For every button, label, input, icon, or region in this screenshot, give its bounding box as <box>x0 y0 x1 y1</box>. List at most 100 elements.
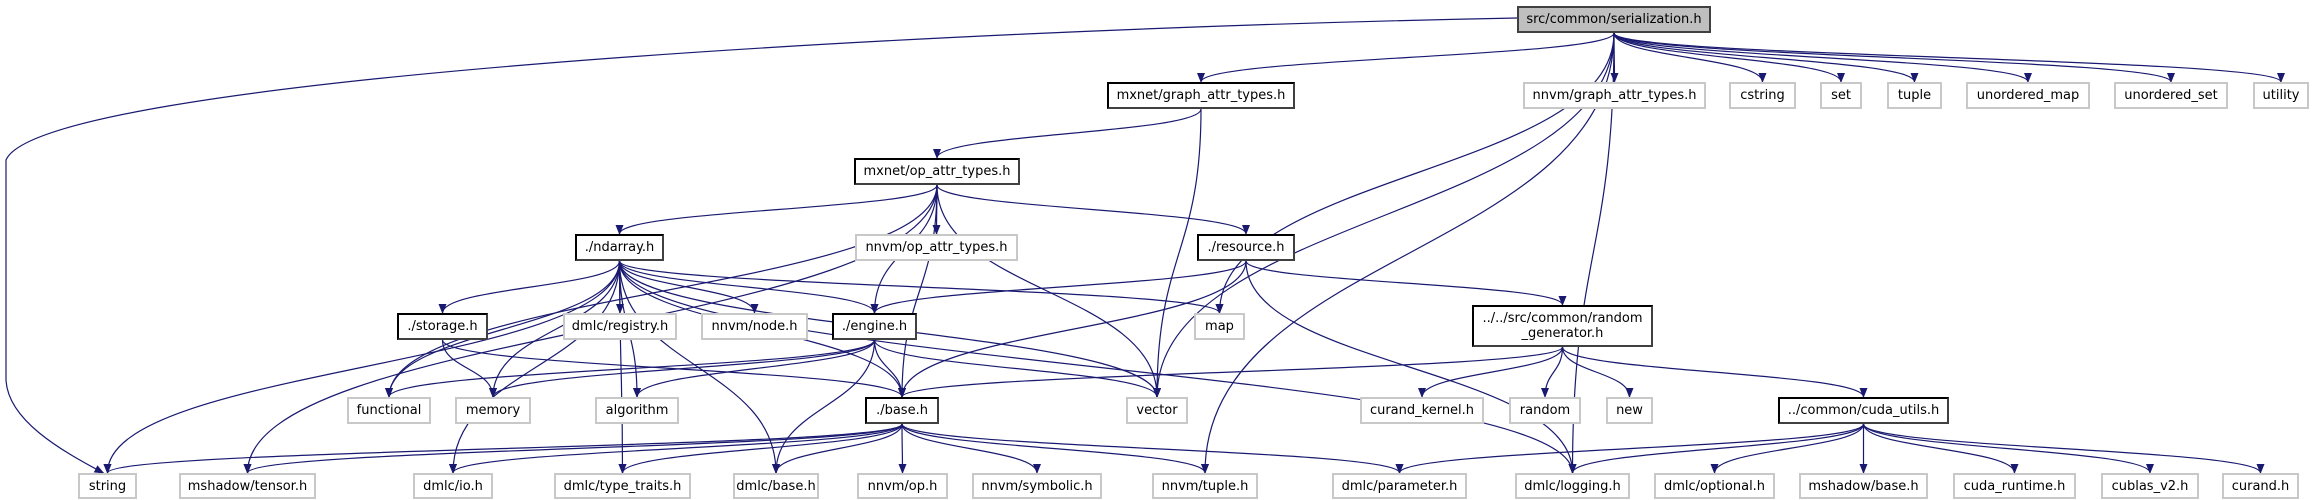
node-mx-graph-attr[interactable]: mxnet/graph_attr_types.h <box>1107 82 1295 109</box>
edge-base-to-dmlc_io <box>449 423 903 474</box>
edge-op_attr-to-ndarray <box>615 184 938 235</box>
edge-ndarray-to-map <box>618 260 1224 314</box>
edge-ndarray-to-nnvm_node <box>618 260 759 314</box>
node-nnvm-node: nnvm/node.h <box>701 313 808 340</box>
edge-random_gen-to-cuda_utils <box>1561 346 1868 398</box>
edge-base-to-nnvm_tuple <box>901 423 1209 474</box>
node-vector: vector <box>1126 397 1188 424</box>
node-algorithm: algorithm <box>595 397 679 424</box>
edge-cuda_utils-to-dmlc_logging <box>1568 423 1865 474</box>
edge-base-to-dmlc_type_traits <box>618 423 903 474</box>
edge-serialization-to-dmlc_logging <box>1568 32 1615 474</box>
node-dmlc-parameter: dmlc/parameter.h <box>1332 473 1467 499</box>
edge-serialization-to-unordered_map <box>1613 32 2032 83</box>
node-cublas-v2: cublas_v2.h <box>2101 473 2199 499</box>
edge-cuda_utils-to-cublas_v2 <box>1862 423 2154 474</box>
node-nnvm-op: nnvm/op.h <box>857 473 948 499</box>
edge-random_gen-to-base <box>898 346 1564 398</box>
edge-ndarray-to-memory <box>489 260 621 398</box>
node-tuple: tuple <box>1887 82 1942 109</box>
edge-ndarray-to-dmlc_io <box>449 260 621 474</box>
node-set: set <box>1820 82 1862 109</box>
edge-ndarray-to-dmlc_type_traits <box>618 260 627 474</box>
edge-cuda_utils-to-dmlc_optional <box>1710 423 1865 474</box>
node-mshadow-tensor: mshadow/tensor.h <box>179 473 316 499</box>
edge-cuda_utils-to-curand <box>1862 423 2265 474</box>
edge-serialization-to-mx_graph_attr <box>1197 32 1615 83</box>
node-nnvm-graph-attr: nnvm/graph_attr_types.h <box>1523 82 1706 109</box>
edge-mx_graph_attr-to-vector <box>1153 108 1202 398</box>
node-dmlc-optional: dmlc/optional.h <box>1654 473 1775 499</box>
node-dmlc-logging: dmlc/logging.h <box>1515 473 1630 499</box>
node-dmlc-io: dmlc/io.h <box>413 473 493 499</box>
node-ndarray[interactable]: ./ndarray.h <box>575 234 664 261</box>
node-resource[interactable]: ./resource.h <box>1197 234 1295 261</box>
node-dmlc-type-traits: dmlc/type_traits.h <box>554 473 691 499</box>
edge-mx_graph_attr-to-op_attr <box>933 108 1202 159</box>
node-storage[interactable]: ./storage.h <box>397 313 488 340</box>
edge-engine-to-dmlc_base <box>772 339 876 474</box>
edge-base-to-dmlc_parameter <box>901 423 1404 474</box>
edge-cuda_utils-to-cuda_runtime <box>1862 423 2019 474</box>
edge-serialization-to-tuple <box>1613 32 1919 83</box>
edge-op_attr-to-vector <box>936 184 1161 398</box>
edge-random_gen-to-random <box>1541 346 1564 398</box>
node-curand: curand.h <box>2222 473 2299 499</box>
edge-op_attr-to-resource <box>936 184 1250 235</box>
node-random: random <box>1509 397 1581 424</box>
edge-ndarray-to-engine <box>618 260 879 314</box>
node-registry: dmlc/registry.h <box>563 313 677 340</box>
node-nnvm-symbolic: nnvm/symbolic.h <box>972 473 1102 499</box>
edge-cuda_utils-to-dmlc_parameter <box>1395 423 1865 474</box>
edge-serialization-to-set <box>1613 32 1845 83</box>
edge-engine-to-memory <box>489 339 876 398</box>
edge-base-to-dmlc_base <box>772 423 903 474</box>
edge-base-to-nnvm_symbolic <box>901 423 1041 474</box>
edge-op_attr-to-base <box>898 184 938 398</box>
node-unordered-map: unordered_map <box>1966 82 2090 109</box>
node-nnvm-tuple: nnvm/tuple.h <box>1152 473 1258 499</box>
edge-base-to-string <box>103 423 903 474</box>
node-curand-kernel: curand_kernel.h <box>1360 397 1484 424</box>
edge-engine-to-functional <box>385 339 876 398</box>
edge-serialization-to-unordered_set <box>1613 32 2175 83</box>
node-memory: memory <box>455 397 531 424</box>
node-mshadow-base: mshadow/base.h <box>1799 473 1928 499</box>
edge-storage-to-base <box>441 339 906 398</box>
node-functional: functional <box>347 397 431 424</box>
edge-resource-to-engine <box>870 260 1247 314</box>
edge-serialization-to-utility <box>1613 32 2285 83</box>
node-map: map <box>1194 313 1245 340</box>
edge-resource-to-dmlc_logging <box>1245 260 1577 474</box>
node-op-attr[interactable]: mxnet/op_attr_types.h <box>854 158 1020 185</box>
edge-resource-to-base <box>898 260 1247 398</box>
edge-ndarray-to-dmlc_logging <box>618 260 1577 474</box>
node-cstring: cstring <box>1729 82 1796 109</box>
node-engine[interactable]: ./engine.h <box>832 313 917 340</box>
node-utility: utility <box>2253 82 2309 109</box>
edge-random_gen-to-curand_kernel <box>1418 346 1564 398</box>
node-base[interactable]: ./base.h <box>865 397 939 424</box>
edge-engine-to-base <box>873 339 906 398</box>
node-dmlc-base: dmlc/base.h <box>733 473 819 499</box>
edge-base-to-mshadow_tensor <box>243 423 903 474</box>
node-unordered-set: unordered_set <box>2114 82 2228 109</box>
node-new: new <box>1606 397 1653 424</box>
edge-ndarray-to-functional <box>385 260 621 398</box>
node-cuda-runtime: cuda_runtime.h <box>1953 473 2076 499</box>
node-nnvm-op-attr: nnvm/op_attr_types.h <box>855 234 1018 261</box>
node-cuda-utils[interactable]: ../common/cuda_utils.h <box>1778 397 1949 424</box>
edge-resource-to-random_gen <box>1245 260 1567 306</box>
node-string: string <box>78 473 137 499</box>
edge-serialization-to-string <box>5 17 1518 474</box>
edge-random_gen-to-new <box>1561 346 1634 398</box>
edge-serialization-to-nnvm_tuple <box>1201 32 1615 474</box>
edge-engine-to-vector <box>873 339 1161 398</box>
node-serialization[interactable]: src/common/serialization.h <box>1517 6 1711 33</box>
edge-serialization-to-cstring <box>1613 32 1767 83</box>
node-random-gen[interactable]: ../../src/common/random _generator.h <box>1472 305 1653 347</box>
edge-engine-to-algorithm <box>633 339 876 398</box>
edge-serialization-to-map <box>1215 32 1615 314</box>
